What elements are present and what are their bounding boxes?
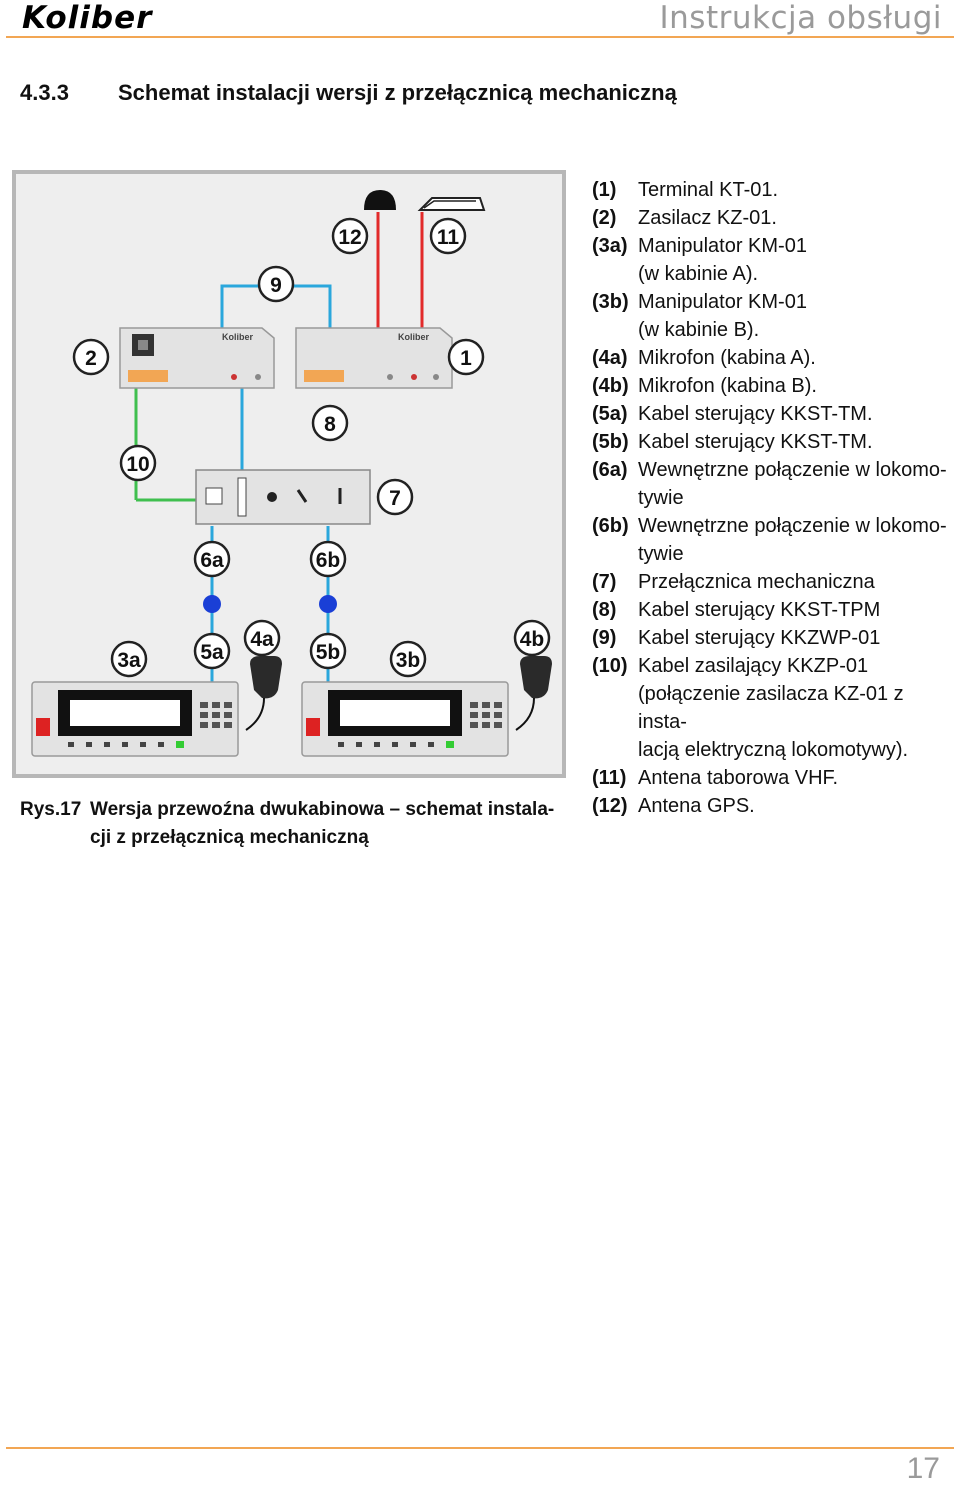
legend-item-cont: tywie [638, 487, 684, 509]
microphone-4a [245, 656, 282, 731]
brand-logo: Koliber [22, 0, 153, 36]
svg-text:10: 10 [126, 453, 149, 476]
callout-2: 2 [72, 338, 110, 376]
caption-line-1: Wersja przewoźna dwukabinowa – schemat i… [90, 799, 555, 820]
legend-item-cont: (w kabinie B). [638, 319, 760, 341]
legend-item: (5a)Kabel sterujący KKST-TM. [592, 403, 873, 425]
gps-antenna [364, 190, 396, 210]
callout-5a: 5a [193, 632, 231, 670]
terminal-kt01: Koliber [295, 327, 453, 389]
callout-5b: 5b [309, 632, 347, 670]
connector-6b [319, 595, 337, 613]
callout-12: 12 [331, 217, 369, 255]
svg-text:6b: 6b [316, 549, 341, 572]
connector-6a [203, 595, 221, 613]
svg-text:11: 11 [437, 226, 460, 249]
legend-item: (4a)Mikrofon (kabina A). [592, 347, 816, 369]
mechanical-switch [195, 469, 371, 525]
svg-text:4a: 4a [250, 628, 274, 651]
svg-text:5b: 5b [316, 641, 341, 664]
page-number: 17 [906, 1452, 940, 1485]
legend-item: (3b)Manipulator KM-01 [592, 291, 807, 313]
svg-text:3b: 3b [396, 649, 421, 672]
legend-item: (2)Zasilacz KZ-01. [592, 207, 777, 229]
svg-text:4b: 4b [520, 628, 545, 651]
svg-text:8: 8 [324, 413, 336, 436]
installation-diagram: Koliber Koliber [12, 170, 568, 780]
svg-text:9: 9 [270, 274, 282, 297]
microphone-4b [515, 656, 552, 731]
callout-4b: 4b [513, 619, 551, 657]
legend-item-cont: (połączenie zasilacza KZ-01 z insta- [638, 683, 904, 733]
svg-text:Koliber: Koliber [398, 332, 430, 342]
callout-3b: 3b [389, 640, 427, 678]
legend-item: (11)Antena taborowa VHF. [592, 767, 839, 789]
svg-text:12: 12 [338, 226, 361, 249]
legend-item-cont: lacją elektryczną lokomotywy). [638, 739, 909, 761]
callout-9: 9 [257, 265, 295, 303]
svg-text:3a: 3a [117, 649, 141, 672]
callout-6b: 6b [309, 540, 347, 578]
legend-item: (4b)Mikrofon (kabina B). [592, 375, 817, 397]
legend-item: (10)Kabel zasilający KKZP-01 [592, 655, 869, 677]
svg-text:5a: 5a [200, 641, 224, 664]
svg-text:Koliber: Koliber [222, 332, 254, 342]
legend-item: (3a)Manipulator KM-01 [592, 235, 807, 257]
section-number: 4.3.3 [20, 80, 69, 105]
legend-item: (9)Kabel sterujący KKZWP-01 [592, 627, 881, 649]
section-heading: 4.3.3 Schemat instalacji wersji z przełąc… [20, 80, 677, 106]
legend-item: (6b)Wewnętrzne połączenie w lokomo- [592, 515, 947, 537]
legend-item: (6a)Wewnętrzne połączenie w lokomo- [592, 459, 947, 481]
legend-item: (7)Przełącznica mechaniczna [592, 571, 875, 593]
svg-text:2: 2 [85, 347, 97, 370]
legend-item-cont: (w kabinie A). [638, 263, 759, 285]
callout-10: 10 [119, 444, 157, 482]
figure-caption: Rys.17 Wersja przewoźna dwukabinowa – sch… [20, 796, 565, 852]
manual-title: Instrukcja obsługi [659, 0, 942, 36]
legend-item-cont: tywie [638, 543, 684, 565]
legend-item: (1)Terminal KT-01. [592, 179, 779, 201]
callout-6a: 6a [193, 540, 231, 578]
power-supply-kz01: Koliber [119, 327, 275, 389]
callout-7: 7 [376, 478, 414, 516]
legend-item: (8)Kabel sterujący KKST-TPM [592, 599, 881, 621]
svg-text:7: 7 [389, 487, 401, 510]
caption-label: Rys.17 [20, 799, 82, 820]
svg-text:1: 1 [460, 347, 472, 370]
callout-11: 11 [429, 217, 467, 255]
legend-item: (5b)Kabel sterujący KKST-TM. [592, 431, 873, 453]
footer-divider [6, 1447, 954, 1449]
callout-1: 1 [447, 338, 485, 376]
legend-item: (12)Antena GPS. [592, 795, 755, 817]
legend-list: (1)Terminal KT-01. (2)Zasilacz KZ-01. (3… [592, 176, 956, 820]
manipulator-3a [31, 681, 239, 757]
diagram-svg: Koliber Koliber [12, 170, 566, 778]
header-divider [6, 36, 954, 38]
callout-8: 8 [311, 404, 349, 442]
callout-3a: 3a [110, 640, 148, 678]
caption-line-2: cji z przełącznicą mechaniczną [90, 827, 369, 848]
section-title: Schemat instalacji wersji z przełącznicą… [118, 80, 677, 105]
manipulator-3b [301, 681, 509, 757]
callout-4a: 4a [243, 619, 281, 657]
svg-text:6a: 6a [200, 549, 224, 572]
